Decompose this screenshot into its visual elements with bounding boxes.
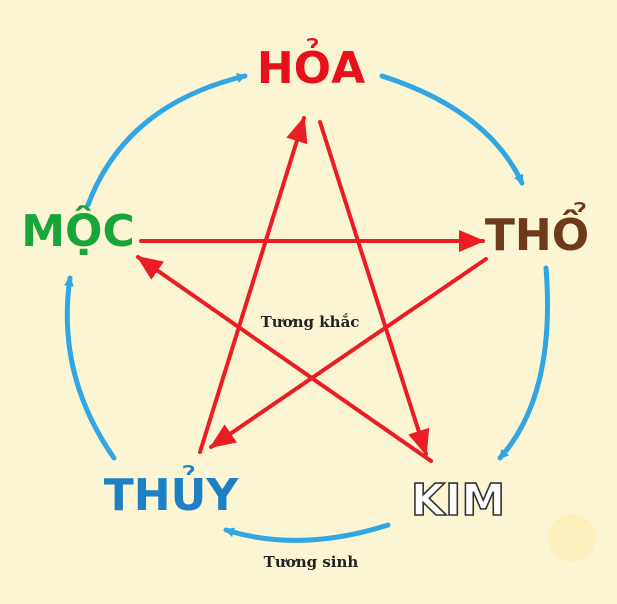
element-kim: KIM	[411, 475, 505, 526]
sinh-arrow-moc-hoa	[85, 73, 248, 208]
element-tho: THỔ	[485, 201, 589, 261]
sinh-arrow-tho-kim	[497, 265, 550, 461]
element-thuy: THỦY	[104, 464, 240, 521]
khac-label: Tương khắc	[261, 313, 360, 331]
khac-arrow-hoa-kim	[318, 120, 430, 456]
khac-arrow-kim-moc	[136, 255, 433, 463]
sinh-arrow-thuy-moc	[63, 275, 117, 461]
sinh-cycle	[63, 73, 550, 543]
khac-cycle	[136, 116, 488, 463]
sinh-arrow-kim-thuy	[223, 522, 391, 543]
element-hoa: HỎA	[257, 37, 365, 94]
khac-arrow-thuy-hoa	[198, 116, 308, 454]
decorative-glow	[548, 514, 596, 562]
sinh-arrow-hoa-tho	[379, 73, 525, 186]
sinh-label: Tương sinh	[264, 553, 359, 571]
element-moc: MỘC	[21, 204, 134, 257]
khac-arrow-tho-thuy	[209, 257, 488, 449]
